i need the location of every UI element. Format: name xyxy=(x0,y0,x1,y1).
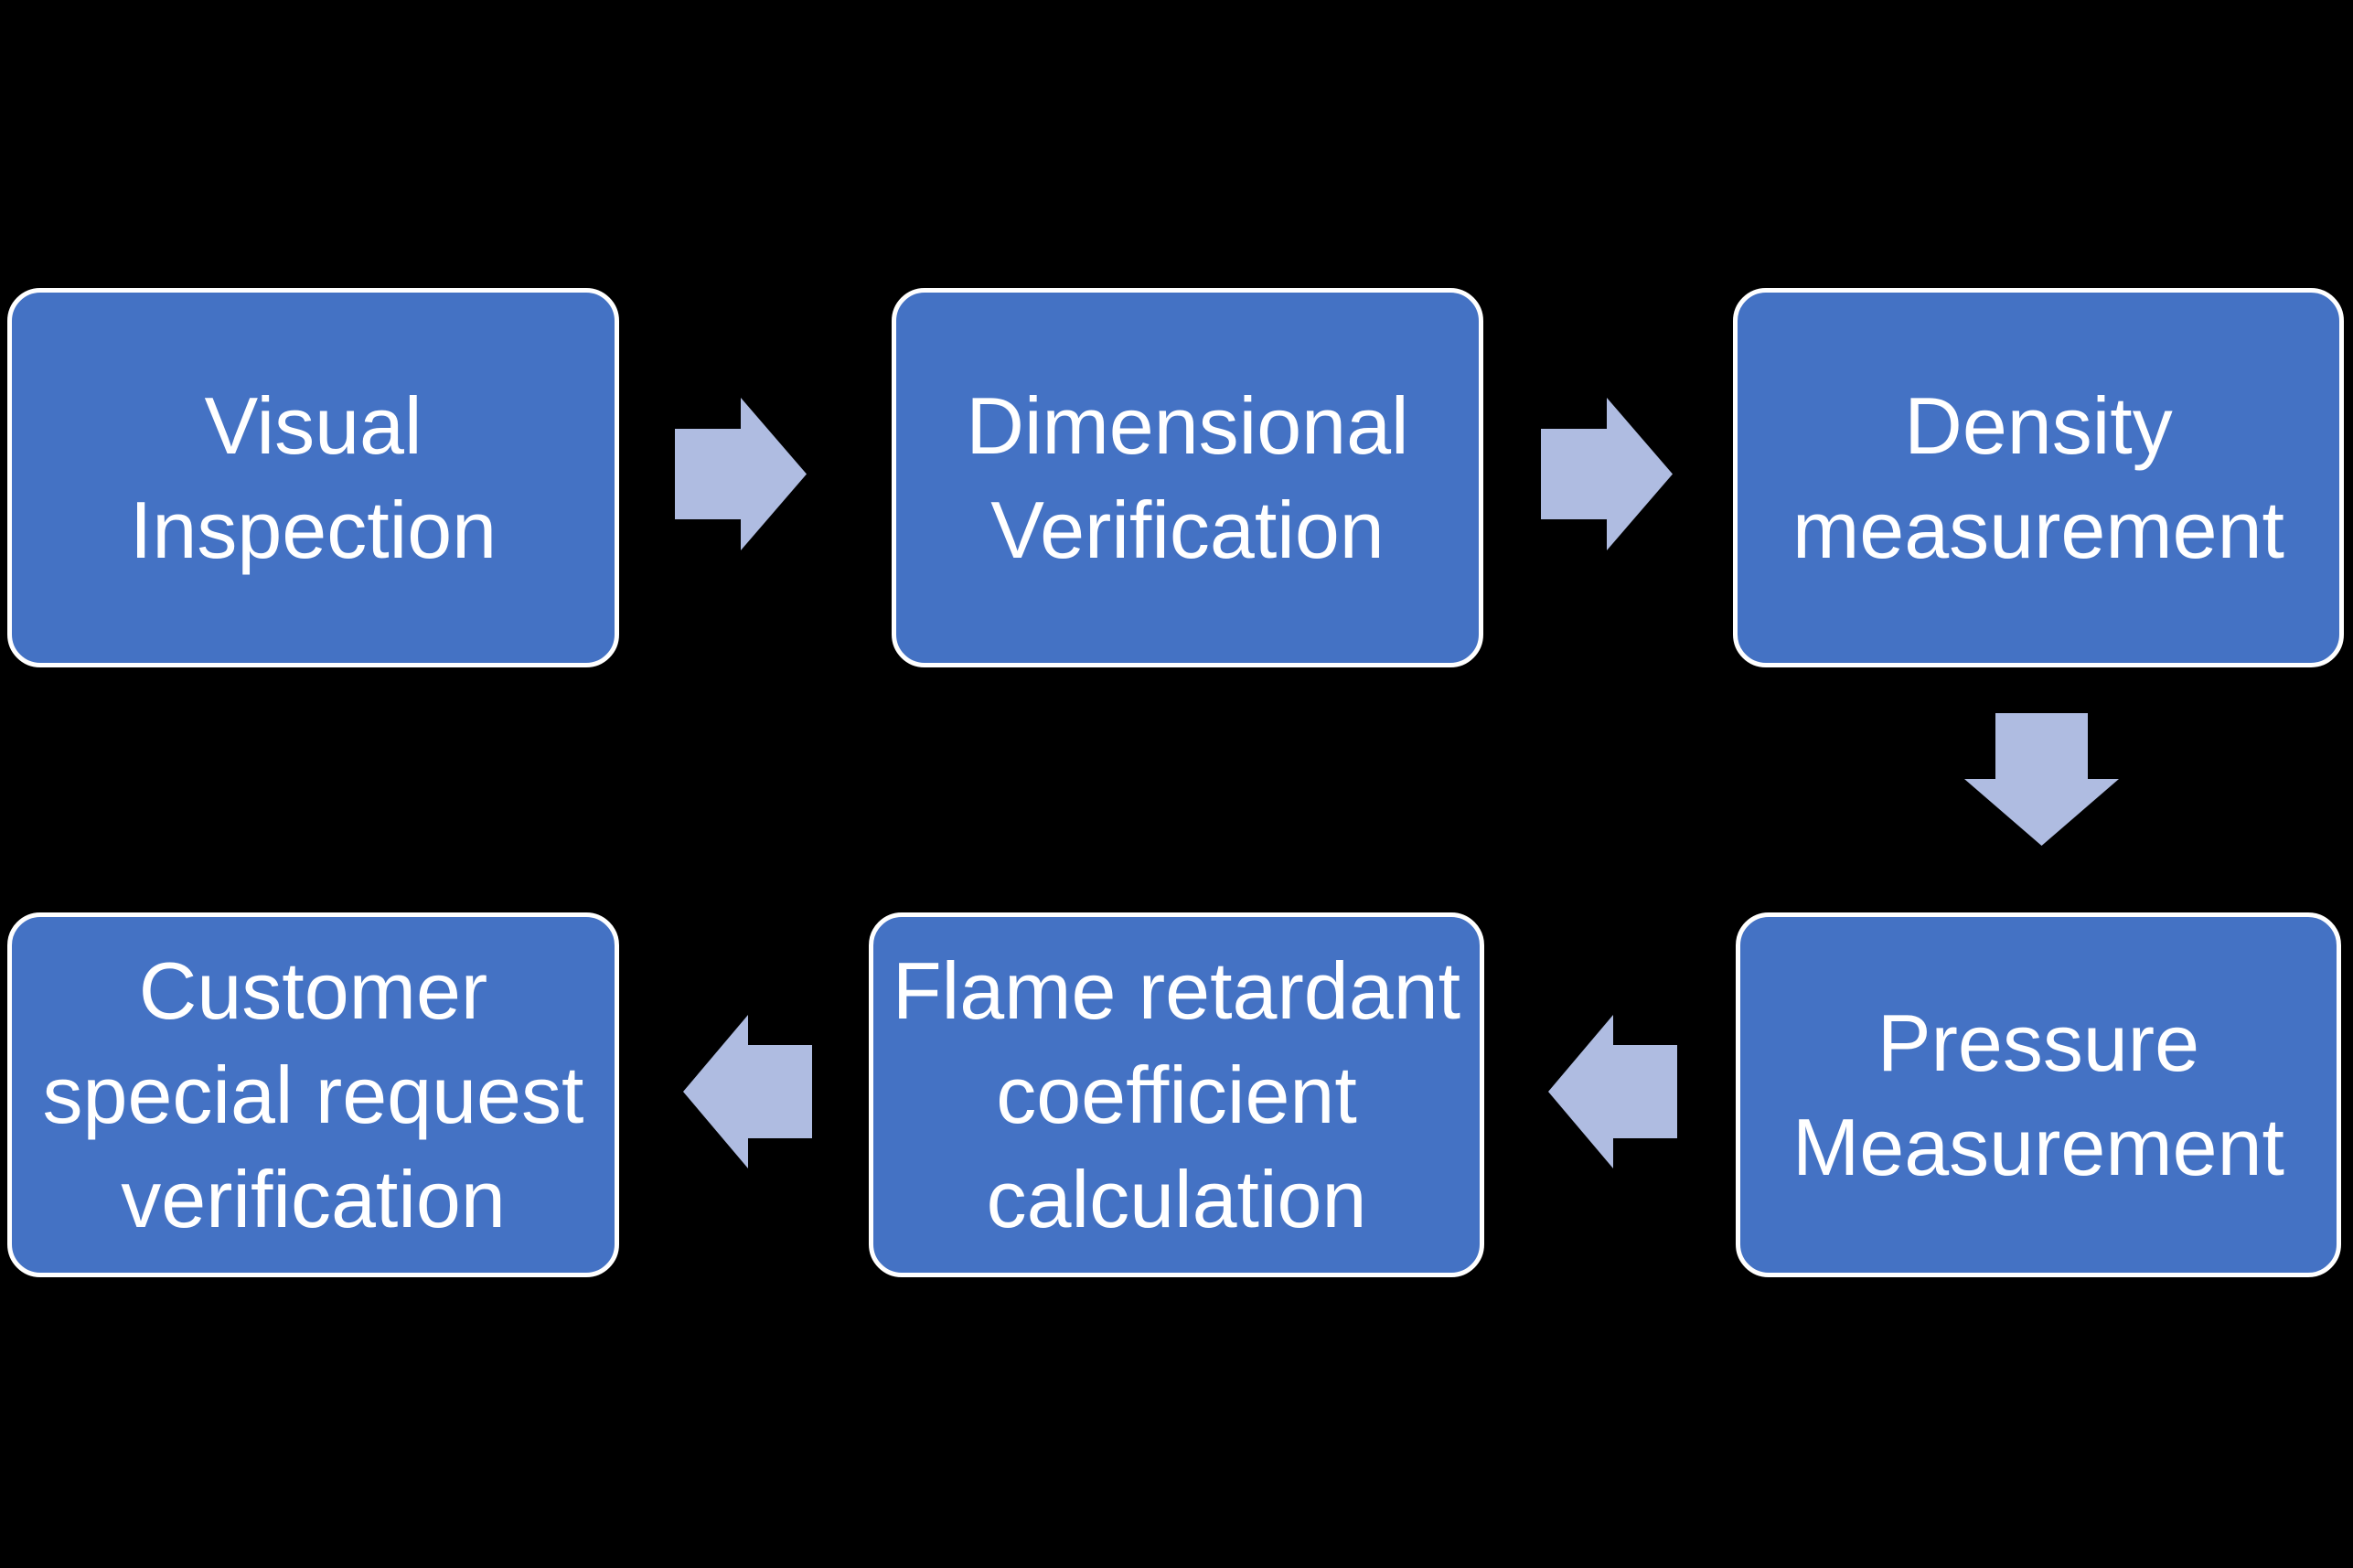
step-label-customer-special-request-verification: Customer special request verification xyxy=(42,944,584,1244)
step-box-customer-special-request-verification: Customer special request verification xyxy=(7,912,619,1277)
step-box-visual-inspection: Visual Inspection xyxy=(7,288,619,667)
step-label-flame-retardant-coefficient-calculation: Flame retardant coefficient calculation xyxy=(892,944,1461,1244)
step-label-density-measurement: Density measurement xyxy=(1791,379,2284,575)
flow-arrow-down-icon xyxy=(1964,713,2119,846)
step-box-flame-retardant-coefficient-calculation: Flame retardant coefficient calculation xyxy=(869,912,1484,1277)
step-label-visual-inspection: Visual Inspection xyxy=(129,379,497,575)
step-label-dimensional-verification: Dimensional Verification xyxy=(966,379,1409,575)
step-box-density-measurement: Density measurement xyxy=(1733,288,2344,667)
flow-arrow-right-icon xyxy=(675,398,807,550)
step-label-pressure-measurement: Pressure Measurement xyxy=(1791,997,2284,1192)
flow-arrow-right-icon xyxy=(1541,398,1673,550)
step-box-pressure-measurement: Pressure Measurement xyxy=(1736,912,2341,1277)
step-box-dimensional-verification: Dimensional Verification xyxy=(892,288,1483,667)
flow-arrow-left-icon xyxy=(1548,1015,1677,1168)
flow-arrow-left-icon xyxy=(683,1015,812,1168)
